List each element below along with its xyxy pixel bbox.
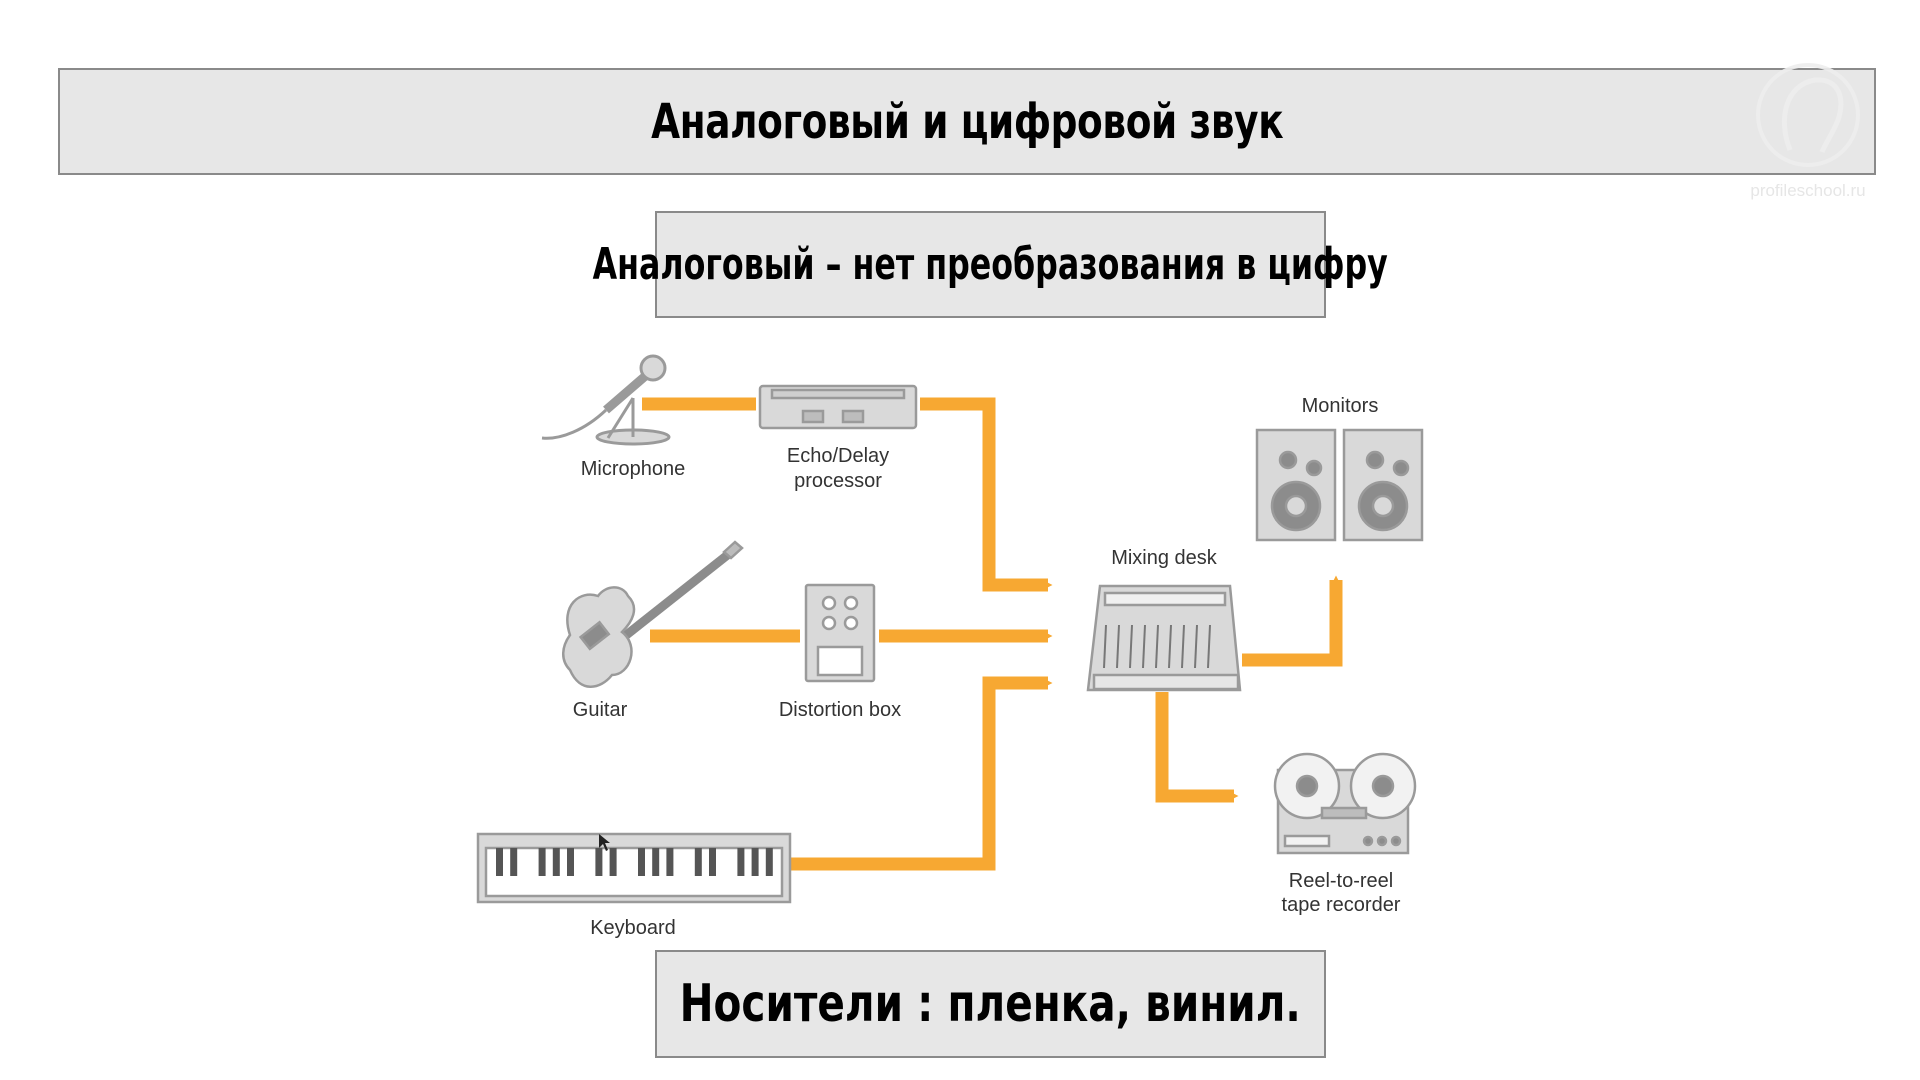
mouse-cursor-icon <box>599 834 610 851</box>
signal-connections <box>642 397 1343 871</box>
desk-fader <box>1155 624 1159 669</box>
desk-fader <box>1168 624 1172 669</box>
desk-fader <box>1103 624 1107 669</box>
label-mixing-desk: Mixing desk <box>1111 547 1218 569</box>
desk-fader <box>1142 624 1146 669</box>
echo-delay-processor-icon <box>758 384 918 430</box>
label-echo-line1: Echo/Delay <box>787 445 889 467</box>
label-monitors: Monitors <box>1302 395 1379 417</box>
label-reel-line1: Reel-to-reel <box>1289 870 1393 892</box>
subtitle-text: Аналоговый – нет преобразования в цифру <box>592 239 1389 290</box>
black-key <box>765 848 773 876</box>
connection-desk-to-reel <box>1155 692 1239 803</box>
black-key <box>567 848 574 876</box>
microphone-icon <box>541 354 671 446</box>
keyboard-icon <box>476 832 792 904</box>
desk-fader <box>1116 624 1120 669</box>
black-key <box>694 848 702 876</box>
title-banner: Аналоговый и цифровой звук <box>58 68 1876 175</box>
black-key <box>510 848 518 876</box>
subtitle-banner: Аналоговый – нет преобразования в цифру <box>593 211 1388 318</box>
black-key <box>538 848 546 876</box>
black-key <box>595 848 603 876</box>
distortion-box-icon <box>804 583 876 683</box>
label-reel-line2: tape recorder <box>1282 894 1401 916</box>
black-key <box>496 848 503 876</box>
desk-fader <box>1194 624 1198 669</box>
footer-text: Носители : пленка, винил. <box>679 974 1302 1034</box>
label-guitar: Guitar <box>573 699 628 721</box>
desk-fader <box>1207 624 1211 669</box>
footer-banner: Носители : пленка, винил. <box>655 950 1326 1058</box>
label-keyboard: Keyboard <box>590 917 676 939</box>
label-microphone: Microphone <box>581 458 686 480</box>
black-key <box>638 848 645 876</box>
mixing-desk-icon <box>1086 584 1242 692</box>
monitors-icon <box>1255 428 1424 542</box>
connection-echo-to-desk <box>920 397 1053 592</box>
desk-fader <box>1129 624 1133 669</box>
connection-keyboard-to-desk <box>790 676 1053 871</box>
black-key <box>552 848 560 876</box>
label-distortion: Distortion box <box>779 699 901 721</box>
black-key <box>737 848 745 876</box>
black-key <box>666 848 674 876</box>
watermark-logo <box>1756 63 1860 167</box>
black-key <box>609 848 617 876</box>
black-key <box>709 848 716 876</box>
connection-desk-to-monitors <box>1242 575 1343 667</box>
page-title: Аналоговый и цифровой звук <box>650 93 1284 150</box>
black-key <box>652 848 660 876</box>
desk-fader <box>1181 624 1185 669</box>
label-echo-line2: processor <box>794 470 882 492</box>
black-key <box>751 848 759 876</box>
guitar-icon <box>562 540 744 688</box>
watermark-text: profileschool.ru <box>1750 181 1865 200</box>
reel-to-reel-icon <box>1273 752 1417 855</box>
